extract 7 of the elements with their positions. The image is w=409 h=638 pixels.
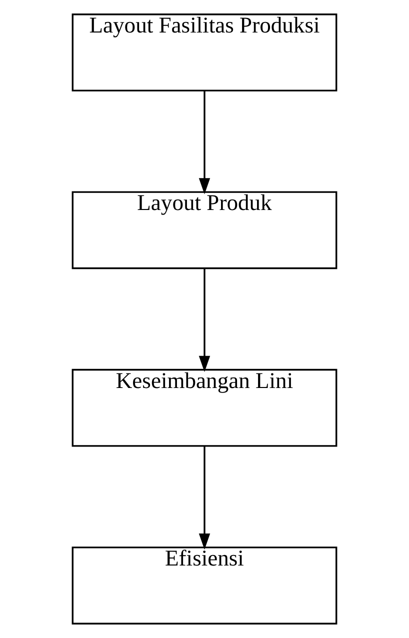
arrow xyxy=(198,446,210,550)
node-box: Efisiensi xyxy=(72,546,338,624)
node-box: Layout Fasilitas Produksi xyxy=(72,14,338,92)
node-box: Layout Produk xyxy=(72,191,338,270)
arrow xyxy=(198,90,210,194)
node-box: Keseimbangan Lini xyxy=(72,368,338,447)
arrow xyxy=(198,268,210,372)
